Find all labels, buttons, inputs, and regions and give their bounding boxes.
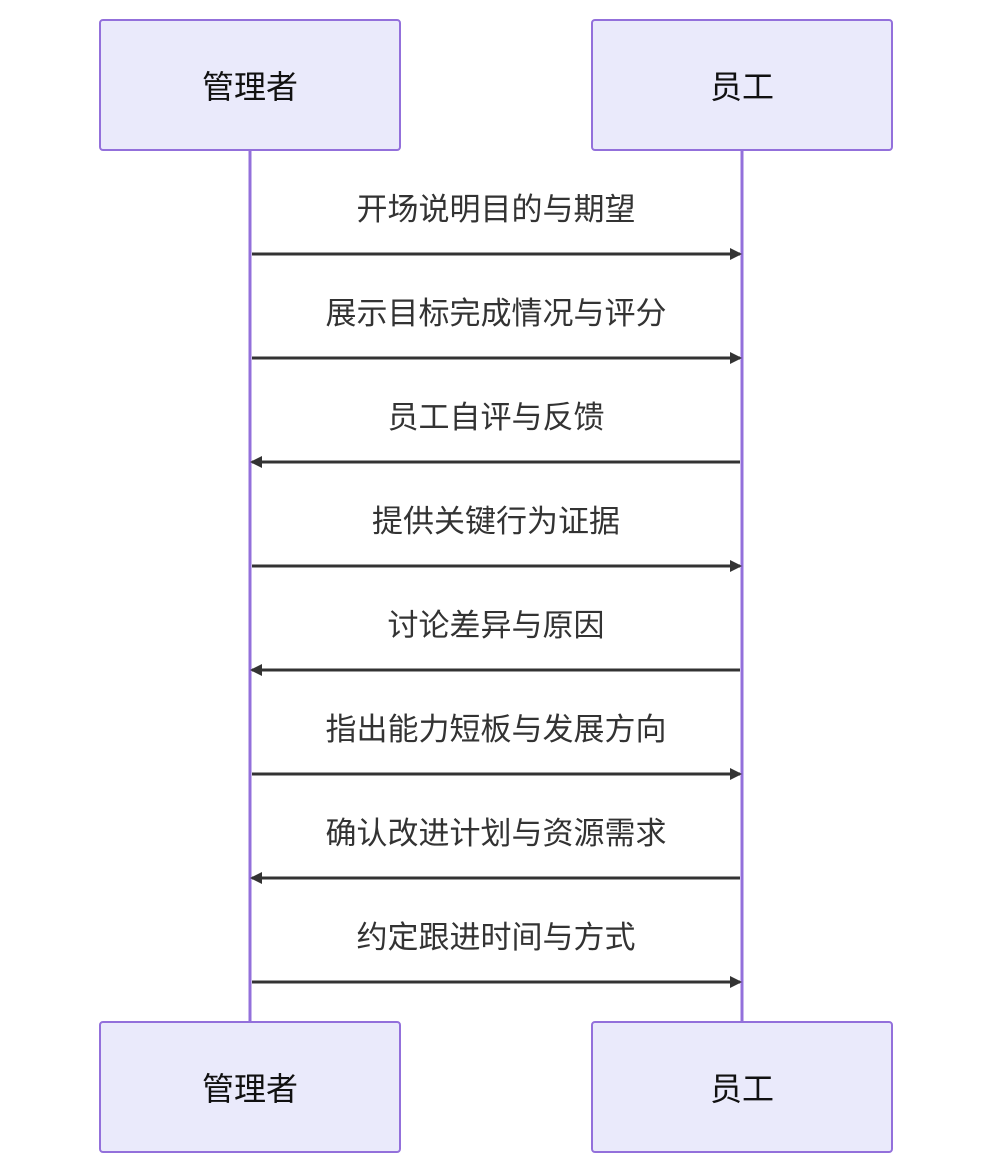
message-label: 约定跟进时间与方式 — [356, 920, 636, 956]
message-label: 确认改进计划与资源需求 — [325, 816, 667, 852]
actor-employee-bottom-label: 员工 — [709, 1070, 774, 1108]
actor-employee-top: 员工 — [591, 19, 893, 151]
message-label: 讨论差异与原因 — [387, 608, 605, 644]
actor-manager-top: 管理者 — [99, 19, 401, 151]
actor-employee-top-label: 员工 — [709, 68, 774, 106]
message-label: 指出能力短板与发展方向 — [325, 712, 667, 748]
message-label: 开场说明目的与期望 — [356, 192, 636, 228]
actor-employee-bottom: 员工 — [591, 1021, 893, 1153]
message-label: 提供关键行为证据 — [372, 504, 620, 540]
actor-manager-bottom-label: 管理者 — [201, 1070, 298, 1108]
actor-manager-top-label: 管理者 — [201, 68, 298, 106]
message-label: 员工自评与反馈 — [387, 400, 605, 436]
message-label: 展示目标完成情况与评分 — [325, 296, 667, 332]
actor-manager-bottom: 管理者 — [99, 1021, 401, 1153]
